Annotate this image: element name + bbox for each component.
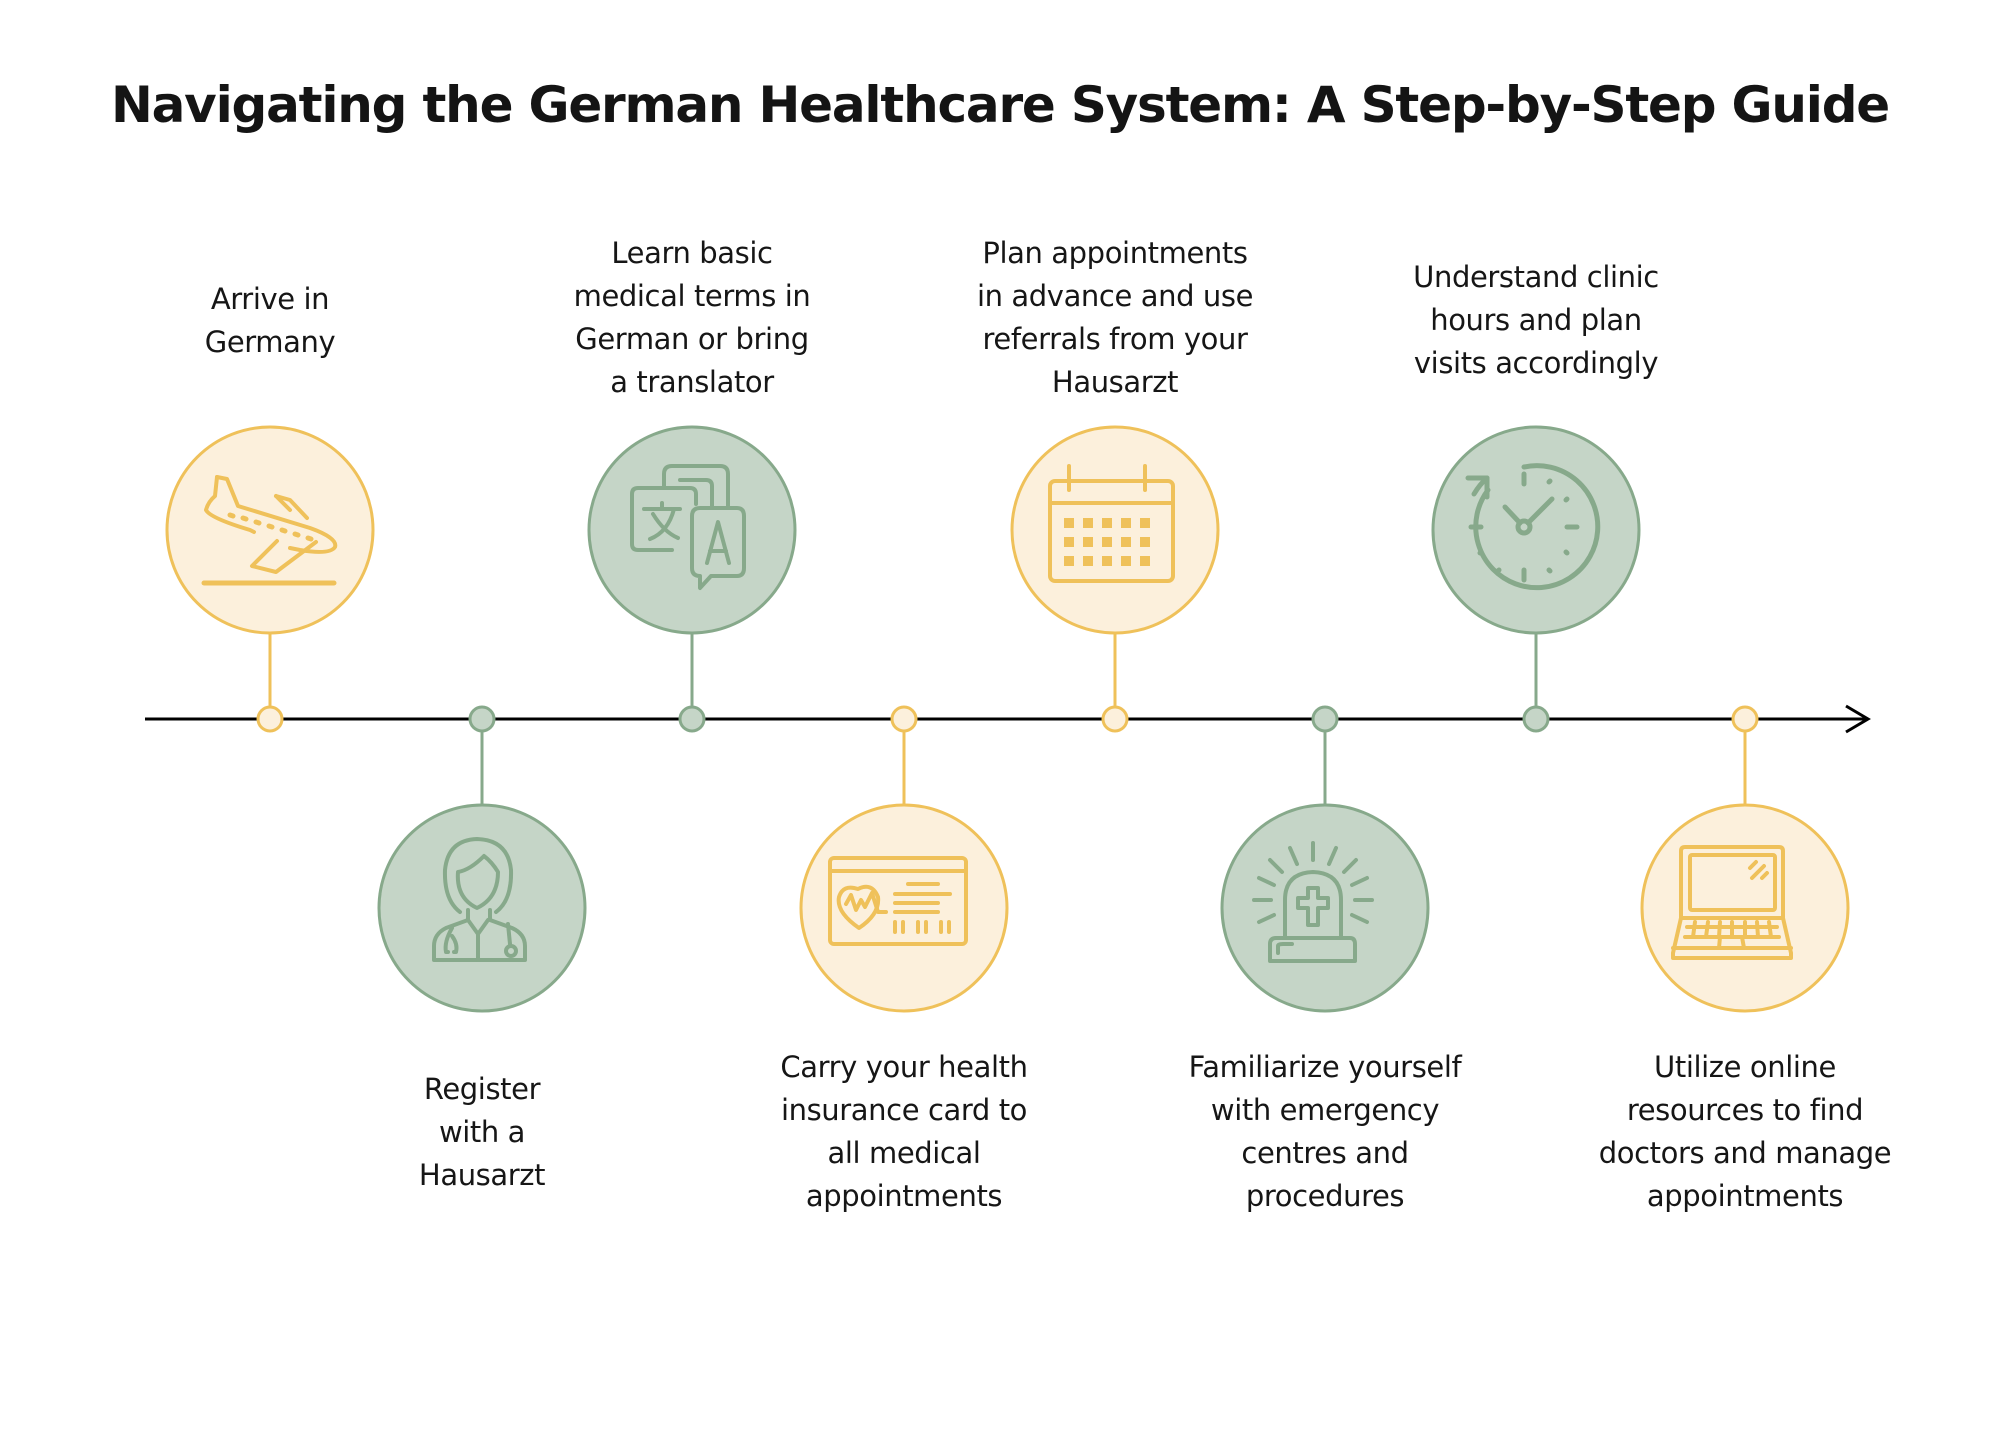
health-insurance-card-icon (828, 856, 968, 946)
step-4-node (890, 705, 918, 733)
step-1 (165, 425, 375, 733)
female-doctor-icon (432, 837, 527, 962)
step-3 (587, 425, 797, 733)
step-5-node (1101, 705, 1129, 733)
step-4 (799, 705, 1009, 1013)
step-6-label: Familiarize yourself with emergency cent… (1188, 1050, 1462, 1213)
step-5-label: Plan appointments in advance and use ref… (976, 236, 1254, 399)
timeline-axis (145, 704, 1871, 734)
step-2 (377, 705, 587, 1013)
step-5 (1010, 425, 1220, 733)
step-7-label: Understand clinic hours and plan visits … (1413, 260, 1659, 380)
step-3-label: Learn basic medical terms in German or b… (573, 236, 811, 399)
translate-icon (630, 464, 746, 590)
step-2-circle (377, 803, 587, 1013)
page-title: Navigating the German Healthcare System:… (110, 76, 1890, 134)
step-5-circle (1010, 425, 1220, 635)
step-7 (1431, 425, 1641, 733)
step-1-node (256, 705, 284, 733)
calendar-icon (1048, 464, 1175, 583)
clock-icon (1465, 463, 1601, 591)
step-7-circle (1431, 425, 1641, 635)
step-8-label: Utilize online resources to find doctors… (1598, 1050, 1892, 1213)
step-6 (1220, 705, 1430, 1013)
step-4-label: Carry your health insurance card to all … (780, 1050, 1028, 1213)
timeline-arrow-icon (1845, 704, 1871, 734)
step-1-label: Arrive in Germany (204, 282, 336, 359)
step-7-node (1522, 705, 1550, 733)
airplane-landing-icon (201, 475, 338, 586)
emergency-siren-icon (1252, 841, 1374, 963)
step-1-circle (165, 425, 375, 635)
step-8-node (1731, 705, 1759, 733)
step-6-node (1311, 705, 1339, 733)
step-2-node (468, 705, 496, 733)
step-2-label: Register with a Hausarzt (418, 1072, 546, 1192)
step-8 (1640, 705, 1850, 1013)
laptop-icon (1671, 845, 1793, 960)
step-3-node (678, 705, 706, 733)
